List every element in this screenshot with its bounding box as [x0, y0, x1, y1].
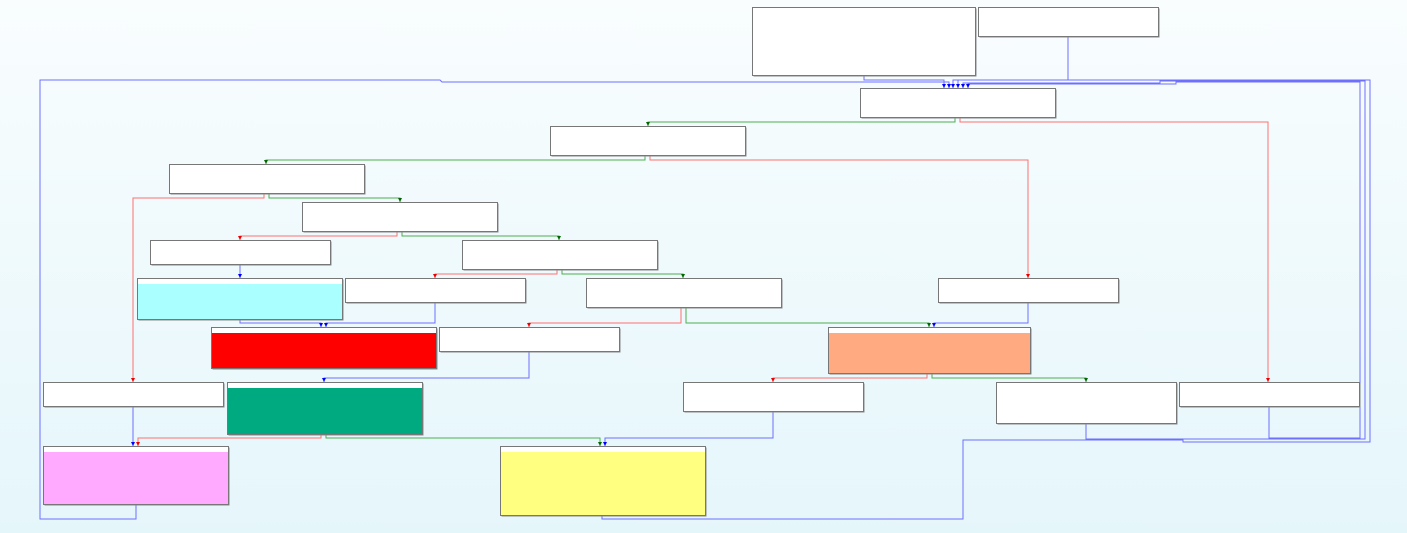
node-header	[138, 279, 342, 284]
node-header	[228, 383, 422, 388]
graph-node-n6[interactable]	[150, 240, 332, 266]
graph-node-n7[interactable]	[462, 240, 659, 271]
node-body	[828, 327, 1031, 374]
arrowhead-icon	[942, 84, 946, 88]
graph-node-n18[interactable]	[996, 382, 1178, 425]
edges-layer	[39, 36, 1371, 520]
arrowhead-icon	[322, 378, 326, 382]
arrowhead-icon	[319, 323, 323, 327]
arrowhead-icon	[947, 84, 951, 88]
arrowhead-icon	[131, 378, 135, 382]
node-body	[227, 382, 423, 435]
graph-node-n0[interactable]	[752, 7, 977, 77]
arrowhead-icon	[324, 323, 328, 327]
edge-n19-n2	[967, 81, 1361, 439]
node-body	[978, 7, 1159, 37]
arrowhead-icon	[1084, 378, 1088, 382]
graph-node-n2[interactable]	[860, 88, 1057, 119]
edge-n17-n21	[604, 411, 774, 446]
node-header	[212, 328, 436, 333]
node-body	[43, 446, 229, 505]
node-body	[500, 446, 706, 516]
node-body	[586, 278, 782, 308]
arrowhead-icon	[136, 442, 140, 446]
edge-n2-n19	[959, 117, 1269, 382]
node-body	[150, 240, 331, 265]
arrowhead-icon	[238, 274, 242, 278]
graph-node-n16[interactable]	[227, 382, 424, 436]
node-body	[302, 202, 498, 232]
graph-node-n15[interactable]	[43, 382, 225, 408]
arrowhead-icon	[932, 323, 936, 327]
node-header	[44, 447, 228, 452]
graph-node-n11[interactable]	[938, 278, 1120, 304]
node-body	[169, 164, 365, 194]
graph-node-n10[interactable]	[586, 278, 783, 309]
node-body	[43, 382, 224, 407]
graph-node-n20[interactable]	[43, 446, 230, 506]
arrowhead-icon	[264, 160, 268, 164]
graph-node-n1[interactable]	[978, 7, 1160, 38]
arrowhead-icon	[1266, 378, 1270, 382]
graph-node-n9[interactable]	[345, 278, 527, 304]
edge-n10-n13	[528, 307, 682, 327]
node-body	[211, 327, 437, 369]
node-header	[829, 328, 1030, 333]
node-body	[137, 278, 343, 320]
arrowhead-icon	[557, 236, 561, 240]
node-body	[1179, 382, 1360, 407]
arrowhead-icon	[131, 442, 135, 446]
edge-n10-n14	[685, 307, 930, 327]
edge-n11-n14	[933, 302, 1029, 327]
arrowhead-icon	[646, 122, 650, 126]
arrowhead-icon	[527, 323, 531, 327]
node-body	[439, 327, 620, 352]
node-body	[345, 278, 526, 303]
arrowhead-icon	[603, 442, 607, 446]
node-body	[860, 88, 1056, 118]
graph-node-n4[interactable]	[169, 164, 366, 195]
edge-n20-n2	[39, 79, 950, 520]
edge-n4-n15	[132, 193, 265, 382]
arrowhead-icon	[681, 274, 685, 278]
nodes-layer	[43, 7, 1361, 517]
edge-n21-n2	[601, 79, 1371, 520]
graph-node-n8[interactable]	[137, 278, 344, 321]
node-body	[752, 7, 976, 76]
graph-node-n21[interactable]	[500, 446, 707, 517]
arrowhead-icon	[238, 236, 242, 240]
arrowhead-icon	[398, 198, 402, 202]
node-body	[938, 278, 1119, 303]
graph-node-n3[interactable]	[550, 126, 747, 157]
graph-node-n17[interactable]	[683, 382, 865, 413]
arrowhead-icon	[951, 84, 955, 88]
edge-n18-n2	[962, 80, 1366, 440]
graph-node-n14[interactable]	[828, 327, 1032, 375]
arrowhead-icon	[961, 84, 965, 88]
edge-n16-n20	[137, 434, 322, 446]
edge-n16-n21	[325, 434, 601, 446]
arrowhead-icon	[771, 378, 775, 382]
node-body	[683, 382, 864, 412]
arrowhead-icon	[433, 274, 437, 278]
node-header	[501, 447, 705, 452]
node-body	[462, 240, 658, 270]
node-body	[550, 126, 746, 156]
graph-node-n13[interactable]	[439, 327, 621, 353]
arrowhead-icon	[966, 84, 970, 88]
node-body	[996, 382, 1177, 424]
arrowhead-icon	[927, 323, 931, 327]
graph-node-n5[interactable]	[302, 202, 499, 233]
arrowhead-icon	[1026, 274, 1030, 278]
graph-node-n12[interactable]	[211, 327, 438, 370]
edge-n3-n11	[649, 155, 1029, 278]
graph-node-n19[interactable]	[1179, 382, 1361, 408]
arrowhead-icon	[598, 442, 602, 446]
arrowhead-icon	[956, 84, 960, 88]
